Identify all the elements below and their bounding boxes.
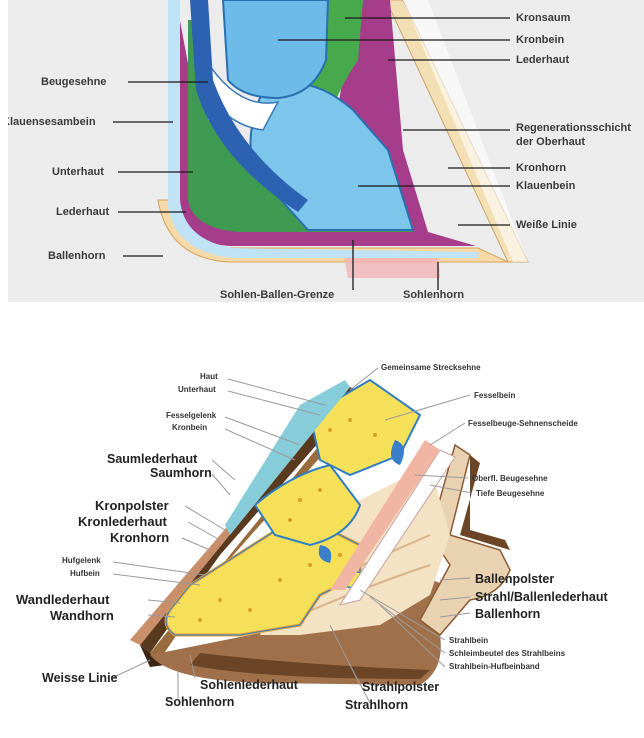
label-weisse-linie: Weisse Linie (42, 671, 118, 685)
label-schleimbeutel: Schleimbeutel des Strahlbeins (449, 649, 565, 658)
label-sohlen-ballen-grenze: Sohlen-Ballen-Grenze (220, 289, 334, 301)
label-wandlederhaut: Wandlederhaut (16, 592, 109, 607)
label-saumhorn: Saumhorn (150, 466, 212, 480)
label-strahlbein-hufbeinband: Strahlbein-Hufbeinband (449, 662, 540, 671)
label-lederhaut-left: Lederhaut (56, 206, 109, 218)
label-klauensesambein: Klauensesambein (8, 116, 96, 128)
label-kronhorn: Kronhorn (110, 530, 169, 545)
label-fesselbein: Fesselbein (474, 391, 515, 400)
label-kronlederhaut: Kronlederhaut (78, 514, 167, 529)
label-weisse-linie: Weiße Linie (516, 219, 577, 231)
label-sohlenhorn: Sohlenhorn (403, 289, 464, 301)
label-ballenpolster: Ballenpolster (475, 572, 554, 586)
label-hufgelenk: Hufgelenk (62, 556, 101, 565)
label-regeneration-line1: Regenerationsschicht (516, 122, 631, 134)
label-kronhorn: Kronhorn (516, 162, 566, 174)
label-strahlpolster: Strahlpolster (362, 680, 439, 694)
short-pastern-bone (223, 0, 328, 98)
label-gemeinsame-strecksehne: Gemeinsame Strecksehne (381, 363, 481, 372)
label-beugesehne: Beugesehne (41, 76, 106, 88)
claw-section-panel: Kronsaum Kronbein Lederhaut Beugesehne K… (8, 0, 644, 302)
label-lederhaut-right: Lederhaut (516, 54, 569, 66)
label-oberfl-beugesehne: Oberfl. Beugesehne (472, 474, 548, 483)
label-haut: Haut (200, 372, 218, 381)
label-ballenhorn: Ballenhorn (48, 250, 105, 262)
label-strahl-ballenlederhaut: Strahl/Ballenlederhaut (475, 590, 608, 604)
label-unterhaut: Unterhaut (178, 385, 216, 394)
label-klauenbein: Klauenbein (516, 180, 575, 192)
hoof-section-panel: Haut Unterhaut Fesselgelenk Kronbein Sau… (0, 335, 644, 738)
label-kronbein: Kronbein (516, 34, 564, 46)
label-ballenhorn: Ballenhorn (475, 607, 540, 621)
label-strahlhorn: Strahlhorn (345, 698, 408, 712)
label-hufbein: Hufbein (70, 569, 100, 578)
label-sohlenlederhaut: Sohlenlederhaut (200, 678, 298, 692)
label-kronsaum: Kronsaum (516, 12, 570, 24)
label-tiefe-beugesehne: Tiefe Beugesehne (476, 489, 544, 498)
label-fesselgelenk: Fesselgelenk (166, 411, 216, 420)
label-sohlenhorn: Sohlenhorn (165, 695, 234, 709)
label-wandhorn: Wandhorn (50, 608, 114, 623)
label-saumlederhaut: Saumlederhaut (107, 452, 197, 466)
label-strahlbein: Strahlbein (449, 636, 488, 645)
label-kronbein: Kronbein (172, 423, 207, 432)
label-kronpolster: Kronpolster (95, 498, 169, 513)
label-regeneration-line2: der Oberhaut (516, 136, 585, 148)
label-fesselbeuge-sehnenscheide: Fesselbeuge-Sehnenscheide (468, 419, 578, 428)
label-unterhaut: Unterhaut (52, 166, 104, 178)
